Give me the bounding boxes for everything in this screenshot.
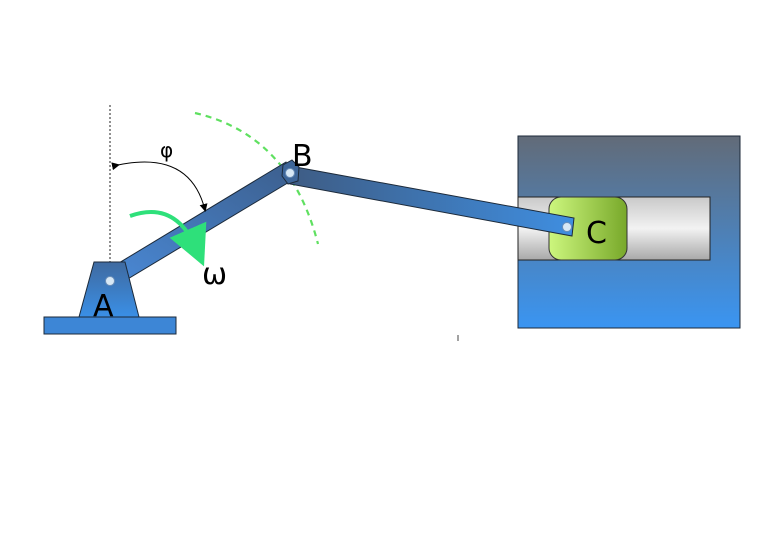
label-b: B	[292, 139, 313, 174]
support-a	[78, 261, 140, 318]
label-a: A	[93, 289, 114, 324]
pin-c	[562, 222, 572, 232]
crank-ab	[103, 161, 297, 287]
trajectory-arc-b	[194, 111, 320, 245]
pin-b	[285, 168, 295, 178]
label-c: C	[586, 216, 607, 251]
phi-angle-arc	[111, 161, 208, 212]
pin-a	[105, 276, 115, 286]
label-omega: ω	[202, 257, 227, 292]
omega-rotation-arrow	[129, 210, 207, 267]
label-phi: φ	[160, 138, 173, 162]
